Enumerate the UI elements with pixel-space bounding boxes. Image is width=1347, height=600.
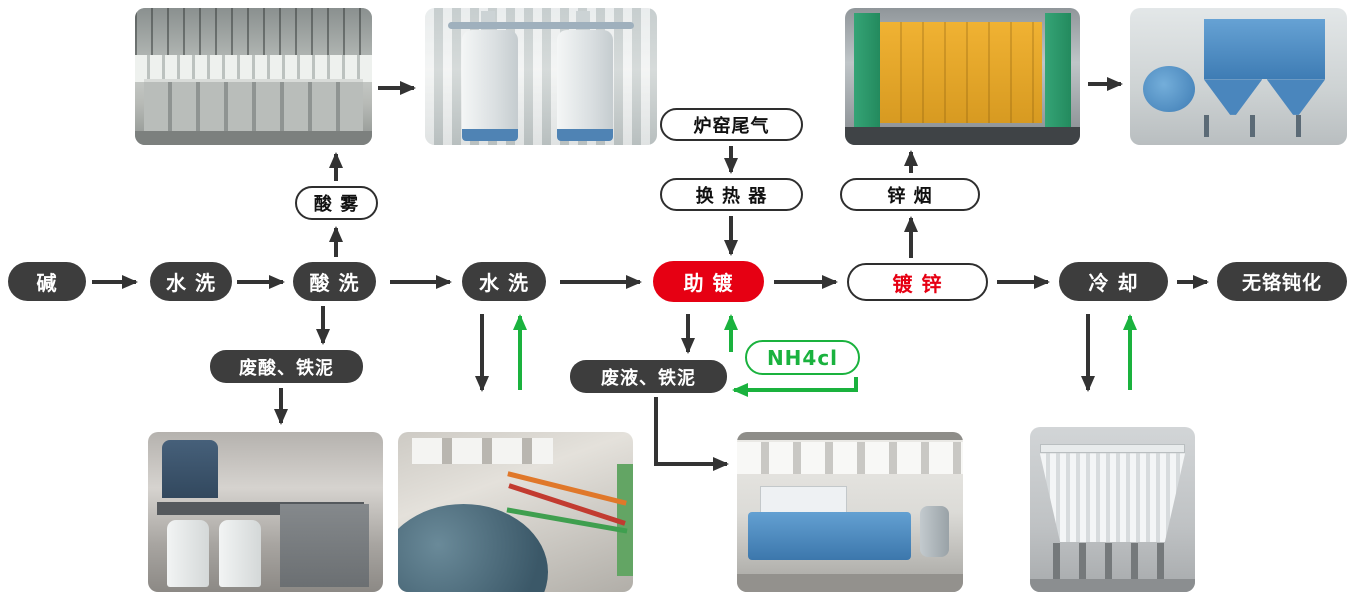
photo-detail [218, 520, 261, 588]
photo-galvanizing-furnace-enclosure [845, 8, 1080, 145]
node-galvanizing: 镀 锌 [847, 263, 988, 301]
photo-detail [135, 131, 372, 145]
node-fluxing: 助 镀 [653, 261, 764, 302]
photo-detail [557, 29, 613, 141]
photo-detail [1266, 79, 1326, 115]
photo-detail [398, 504, 549, 592]
photo-detail [920, 505, 950, 557]
photo-detail [748, 512, 912, 560]
photo-detail [737, 432, 963, 440]
photo-detail [1203, 18, 1326, 80]
node-water-wash-2: 水 洗 [462, 262, 546, 301]
node-water-wash-1: 水 洗 [150, 262, 232, 301]
photo-detail [1053, 542, 1172, 579]
photo-acid-mist-scrubber [425, 8, 657, 145]
node-acid-pickling: 酸 洗 [293, 262, 376, 301]
node-nh4cl: NH4cl [745, 340, 860, 375]
photo-detail [135, 54, 372, 82]
node-waste-acid-iron-sludge: 废酸、铁泥 [210, 350, 363, 383]
photo-detail [877, 21, 1043, 124]
node-chrome-free-passivation: 无铬钝化 [1217, 262, 1347, 301]
node-heat-exchanger: 换 热 器 [660, 178, 803, 211]
photo-filter-press [737, 432, 963, 592]
photo-detail [1044, 13, 1071, 129]
photo-pickling-workshop [135, 8, 372, 145]
node-alkali: 碱 [8, 262, 86, 301]
photo-detail [462, 29, 518, 141]
node-zinc-fume: 锌 烟 [840, 178, 980, 211]
photo-detail [162, 440, 219, 498]
node-kiln-exhaust-gas: 炉窑尾气 [660, 108, 803, 141]
photo-detail [144, 79, 363, 132]
photo-detail [448, 21, 634, 29]
node-cooling: 冷 却 [1059, 262, 1168, 301]
photo-detail [412, 438, 554, 464]
photo-detail [1030, 578, 1195, 592]
photo-bag-filter-dust-collector [1130, 8, 1347, 145]
photo-detail [737, 574, 963, 592]
photo-detail [854, 13, 881, 129]
photo-wastewater-treatment-tank [398, 432, 633, 592]
photo-detail [1039, 453, 1186, 543]
node-waste-liquid-iron-sludge: 废液、铁泥 [570, 360, 727, 393]
photo-detail [737, 441, 963, 474]
photo-detail [1039, 443, 1186, 454]
photo-detail [1203, 114, 1326, 137]
node-acid-mist: 酸 雾 [295, 186, 378, 220]
photo-detail [166, 520, 210, 588]
photo-detail [135, 8, 372, 58]
photo-detail [279, 504, 369, 588]
photo-cooling-tower [1030, 427, 1195, 592]
photo-detail [1203, 79, 1263, 115]
photo-detail [845, 127, 1080, 145]
photo-waste-acid-treatment [148, 432, 383, 592]
photo-detail [1143, 65, 1196, 113]
photo-detail [759, 486, 848, 514]
